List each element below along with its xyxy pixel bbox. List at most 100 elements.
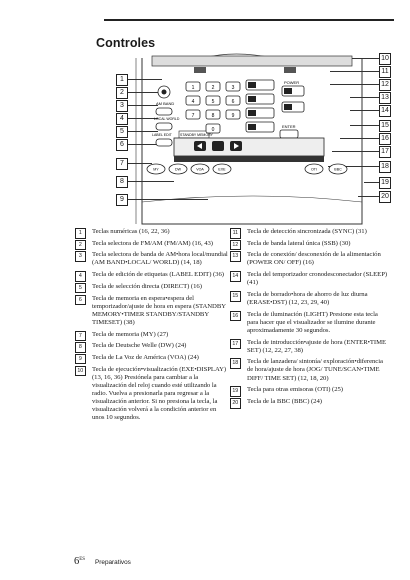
list-item: 14 Tecla del temporizador cronodesconecta… bbox=[230, 271, 390, 287]
item-text: Tecla para otras emisoras (OTI) (25) bbox=[247, 386, 343, 394]
my-label: MY bbox=[153, 168, 159, 172]
standby-button[interactable] bbox=[155, 138, 173, 147]
key-3[interactable] bbox=[225, 81, 241, 92]
label-edit-button[interactable] bbox=[155, 122, 173, 131]
am-band-label: AM BAND bbox=[156, 101, 174, 106]
leader-line bbox=[350, 97, 379, 98]
callout-13: 13 bbox=[379, 92, 391, 104]
page-title: Controles bbox=[96, 36, 156, 50]
section-name: Preparativos bbox=[95, 559, 131, 566]
item-number: 8 bbox=[75, 342, 86, 353]
dw-label: DW bbox=[175, 168, 182, 172]
leader-line bbox=[128, 92, 162, 93]
callout-17: 17 bbox=[379, 146, 391, 158]
item-number: 19 bbox=[230, 386, 241, 397]
item-text: Tecla de detección sincronizada (SYNC) (… bbox=[247, 228, 367, 235]
leader-line bbox=[336, 58, 379, 59]
voa-button[interactable]: VOA bbox=[190, 163, 210, 175]
my-button[interactable]: MY bbox=[146, 163, 166, 175]
exe-display-button[interactable]: EXE bbox=[212, 163, 232, 175]
list-item: 4 Tecla de edición de etiquetas (LABEL ED… bbox=[75, 271, 230, 282]
item-number: 15 bbox=[230, 290, 241, 302]
item-number: 2 bbox=[75, 239, 86, 251]
item-text: Tecla de borrado•hora de ahorro de luz d… bbox=[247, 290, 368, 307]
key-2-label: 2 bbox=[212, 85, 215, 91]
enter-button[interactable] bbox=[279, 129, 299, 139]
item-number: 6 bbox=[75, 294, 86, 306]
exe-label: EXE bbox=[218, 168, 226, 172]
numeric-keypad: 1 2 3 4 5 6 7 8 9 0 bbox=[185, 81, 241, 134]
item-number: 12 bbox=[230, 239, 241, 251]
key-4[interactable] bbox=[185, 95, 201, 106]
item-text: Tecla del temporizador cronodesconectado… bbox=[247, 271, 388, 287]
callout-8: 8 bbox=[116, 176, 128, 188]
callout-1: 1 bbox=[116, 74, 128, 86]
item-number: 16 bbox=[230, 310, 241, 322]
leader-line bbox=[332, 151, 379, 152]
callout-12: 12 bbox=[379, 79, 391, 91]
leader-line bbox=[350, 110, 379, 111]
callout-16: 16 bbox=[379, 133, 391, 145]
page-number: 6ES bbox=[74, 556, 85, 567]
key-1[interactable] bbox=[185, 81, 201, 92]
item-text: Teclas numéricas (16, 22, 36) bbox=[92, 228, 170, 235]
item-text: Tecla de edición de etiquetas (LABEL EDI… bbox=[92, 271, 224, 279]
key-9-label: 9 bbox=[232, 113, 235, 119]
bbc-label: BBC bbox=[334, 168, 342, 172]
am-band-button[interactable] bbox=[155, 107, 173, 116]
bbc-button[interactable]: BBC bbox=[328, 163, 348, 175]
leader-line bbox=[340, 138, 379, 139]
callout-19: 19 bbox=[379, 177, 391, 189]
item-text: Tecla selectora de banda de AM•hora loca… bbox=[92, 251, 228, 267]
leader-line bbox=[328, 166, 379, 167]
list-item: 19 Tecla para otras emisoras (OTI) (25) bbox=[230, 386, 390, 397]
leader-line bbox=[330, 71, 379, 72]
enter-label: ENTER bbox=[282, 124, 296, 129]
callout-15: 15 bbox=[379, 120, 391, 132]
key-8-label: 8 bbox=[212, 113, 215, 119]
leader-line bbox=[128, 144, 158, 145]
label-edit-label: LABEL EDIT bbox=[152, 133, 173, 137]
oti-button[interactable]: OTI bbox=[304, 163, 324, 175]
leader-line bbox=[128, 79, 162, 80]
key-6[interactable] bbox=[225, 95, 241, 106]
leader-line bbox=[330, 84, 379, 85]
leader-line bbox=[358, 196, 379, 197]
dw-button[interactable]: DW bbox=[168, 163, 188, 175]
list-item: 15 Tecla de borrado•hora de ahorro de luz… bbox=[230, 290, 390, 307]
item-text: Tecla selectora de FM/AM (FM/AM) (16, 43… bbox=[92, 239, 213, 247]
item-text: Tecla de memoria (MY) (27) bbox=[92, 330, 169, 338]
jog-center-button[interactable] bbox=[212, 141, 224, 151]
item-number: 4 bbox=[75, 271, 86, 282]
key-8[interactable] bbox=[205, 109, 221, 120]
item-number: 1 bbox=[75, 228, 86, 239]
item-text: Tecla de La Voz de América (VOA) (24) bbox=[92, 353, 199, 361]
item-text: Tecla de iluminación (LIGHT) Presione es… bbox=[247, 310, 378, 334]
item-text: Tecla de conexión/ desconexión de la ali… bbox=[247, 251, 381, 267]
callout-2: 2 bbox=[116, 87, 128, 99]
list-item: 2 Tecla selectora de FM/AM (FM/AM) (16, 4… bbox=[75, 239, 230, 251]
list-item: 1 Teclas numéricas (16, 22, 36) bbox=[75, 228, 230, 239]
item-text: Tecla de ejecución•visualización (EXE•DI… bbox=[92, 365, 227, 422]
key-5[interactable] bbox=[205, 95, 221, 106]
key-3-label: 3 bbox=[232, 85, 235, 91]
key-7[interactable] bbox=[185, 109, 201, 120]
item-number: 14 bbox=[230, 271, 241, 282]
leader-line bbox=[128, 181, 174, 182]
radio-illustration: AM BAND LOCAL WORLD LABEL EDIT STANDBY M… bbox=[135, 53, 363, 225]
key-9[interactable] bbox=[225, 109, 241, 120]
key-2[interactable] bbox=[205, 81, 221, 92]
key-0[interactable] bbox=[205, 123, 221, 134]
callout-5: 5 bbox=[116, 126, 128, 138]
fm-am-button[interactable] bbox=[157, 85, 171, 99]
